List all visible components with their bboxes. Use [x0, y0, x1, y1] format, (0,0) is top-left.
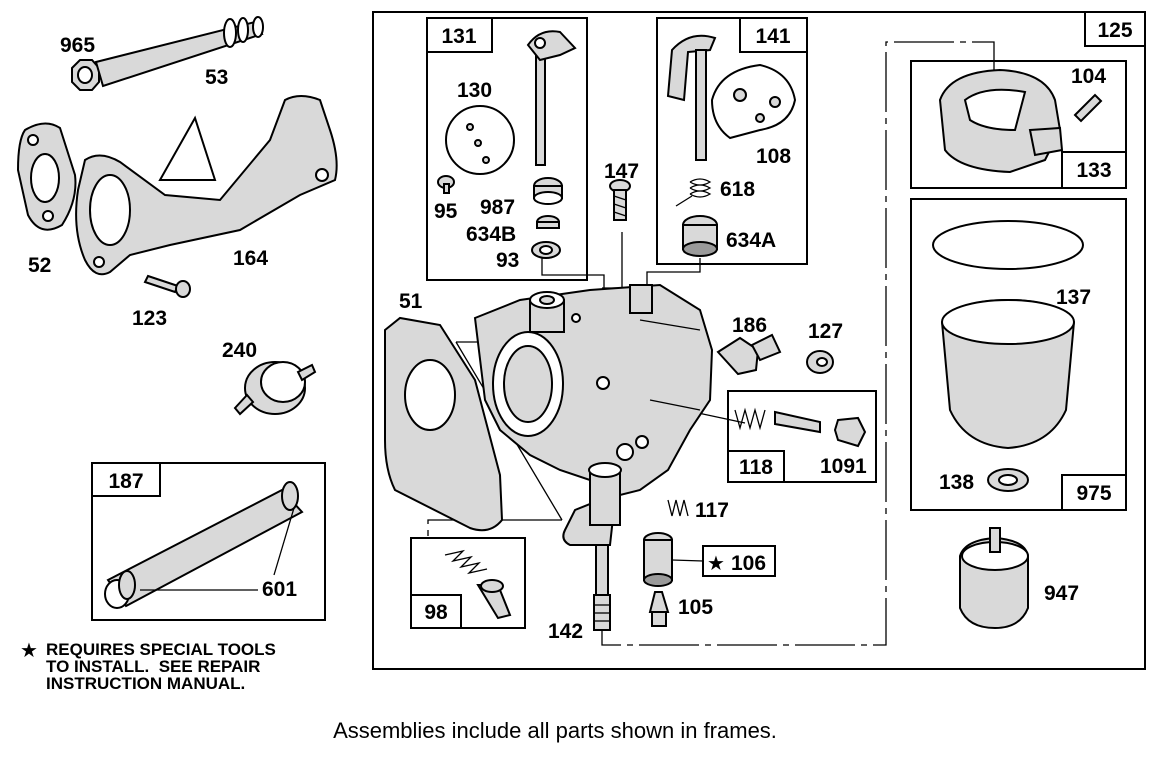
part-123-screw: [143, 274, 191, 298]
part-634a-bushing: [682, 215, 718, 257]
part-130-throttle-plate: [445, 105, 515, 175]
part-240-fuel-filter: [233, 361, 317, 416]
label-987: 987: [480, 196, 515, 219]
label-947: 947: [1044, 582, 1079, 605]
part-52-gasket: [16, 122, 77, 231]
label-108: 108: [756, 145, 791, 168]
part-137-bowl-gasket: [932, 220, 1084, 270]
label-93: 93: [496, 249, 519, 272]
frame-label-106: 106: [731, 552, 766, 575]
label-618: 618: [720, 178, 755, 201]
frame-187: 187: [91, 462, 326, 621]
frame-label-131: 131: [441, 25, 476, 48]
label-1091: 1091: [820, 455, 867, 478]
frame-98: 98: [410, 537, 526, 629]
label-123: 123: [132, 307, 167, 330]
part-95-screw: [437, 175, 455, 194]
special-tools-note: REQUIRES SPECIAL TOOLS TO INSTALL. SEE R…: [46, 640, 276, 693]
part-187-fuel-line: [104, 481, 304, 609]
frame-label-975: 975: [1076, 482, 1111, 505]
part-947-solenoid: [959, 527, 1029, 630]
label-117: 117: [695, 499, 729, 522]
part-164-intake-manifold: [75, 95, 338, 276]
part-142-main-jet: [593, 544, 611, 631]
label-104: 104: [1071, 65, 1106, 88]
label-51: 51: [399, 290, 423, 313]
label-634a: 634A: [726, 229, 776, 252]
label-240: 240: [222, 339, 257, 362]
star-note-icon: ★: [20, 638, 38, 662]
label-130: 130: [457, 79, 492, 102]
frame-118: 118: [727, 390, 877, 483]
part-127-washer: [806, 350, 834, 374]
label-965: 965: [60, 34, 95, 57]
frame-975: 975: [910, 198, 1127, 511]
label-138: 138: [939, 471, 974, 494]
label-634b: 634B: [466, 223, 516, 246]
part-throttle-shaft: [526, 30, 577, 166]
frame-131: 131: [426, 17, 588, 281]
label-137: 137: [1056, 286, 1091, 309]
label-186: 186: [732, 314, 767, 337]
part-118-mixture-screw: [734, 407, 867, 448]
part-186-elbow-fitting: [716, 333, 782, 376]
part-133-float: [938, 68, 1064, 174]
label-164: 164: [233, 247, 268, 270]
part-53-stud: [94, 16, 264, 88]
part-106-nozzle: [643, 532, 673, 587]
part-105-needle: [648, 591, 670, 627]
frame-label-187: 187: [108, 470, 143, 493]
frame-label-133: 133: [1076, 159, 1111, 182]
part-98-idle-screw-spring: [444, 549, 512, 620]
label-53: 53: [205, 66, 228, 89]
part-634b-washer: [536, 215, 560, 229]
label-142: 142: [548, 620, 583, 643]
part-fuel-bowl: [940, 298, 1076, 450]
label-147: 147: [604, 160, 639, 183]
label-95: 95: [434, 200, 458, 223]
part-108-choke-plate: [710, 63, 797, 140]
part-138-washer: [987, 468, 1029, 492]
diagram-caption: Assemblies include all parts shown in fr…: [333, 718, 777, 743]
label-52: 52: [28, 254, 51, 277]
part-147-screw: [609, 179, 631, 221]
frame-label-98: 98: [424, 601, 448, 624]
frame-125: 125: [372, 11, 1146, 670]
part-965-nut: [71, 59, 100, 91]
part-104-float-pin: [1073, 93, 1103, 123]
star-icon: ★: [707, 551, 725, 575]
label-601: 601: [262, 578, 297, 601]
frame-label-118: 118: [739, 456, 773, 479]
frame-label-141: 141: [755, 25, 790, 48]
part-618-spring: [675, 178, 712, 207]
part-117-spring: [667, 499, 689, 517]
frame-106-box: ★ 106: [702, 545, 776, 577]
part-carburetor-body: [473, 283, 714, 546]
frame-141: 141: [656, 17, 808, 265]
label-105: 105: [678, 596, 713, 619]
part-choke-shaft: [666, 34, 717, 161]
frame-133: 133: [910, 60, 1127, 189]
frame-label-125: 125: [1097, 19, 1132, 42]
part-987-seal: [533, 177, 563, 205]
part-93-seal: [531, 241, 561, 259]
part-51-gasket: [384, 316, 504, 532]
label-127: 127: [808, 320, 843, 343]
